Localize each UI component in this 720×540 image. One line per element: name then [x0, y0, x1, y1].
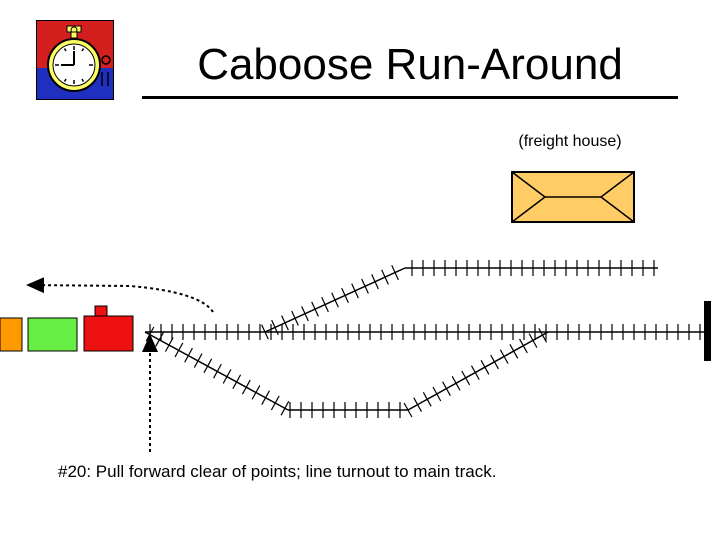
rail-tie: [331, 292, 339, 308]
rail-tie: [222, 369, 232, 384]
freight-house-label: (freight house): [518, 133, 622, 150]
rail-tie: [281, 315, 289, 331]
title-underline: [142, 96, 678, 99]
caboose-cupola: [94, 305, 108, 317]
rail-tie: [174, 342, 184, 358]
rail-tie: [461, 370, 471, 386]
rail-tie: [422, 392, 432, 407]
rail-tie: [301, 306, 309, 322]
rail-tie: [413, 397, 423, 412]
boxcar-orange: [0, 317, 23, 352]
rail-tie: [528, 333, 538, 348]
rail-tie: [184, 347, 193, 363]
rail-tie: [490, 354, 499, 370]
boxcar-green: [27, 317, 78, 352]
rail-tie: [509, 344, 519, 359]
rail-tie: [270, 395, 280, 411]
rail-tie: [261, 324, 269, 340]
instruction-caption: #20: Pull forward clear of points; line …: [58, 462, 497, 481]
caboose: [83, 315, 134, 352]
logo-border: [36, 20, 114, 100]
end-of-track-bumper: [704, 301, 711, 361]
rail-tie: [341, 287, 349, 303]
rail-tie: [203, 358, 213, 374]
main-track: [145, 324, 708, 340]
rail-tie: [371, 274, 379, 290]
slide-title: Caboose Run-Around: [197, 40, 623, 89]
rail-tie: [311, 301, 319, 317]
rail-tie: [391, 265, 399, 281]
rail-tie: [432, 386, 442, 402]
freight-house: [511, 171, 635, 223]
rail-tie: [451, 376, 461, 391]
train: [0, 305, 134, 352]
rail-tie: [213, 363, 222, 379]
rail-tie: [470, 365, 480, 380]
pull-forward-arrow: [26, 277, 214, 313]
stopwatch-logo: [36, 20, 114, 100]
rail-tie: [361, 278, 369, 294]
siding-track-upper: [261, 260, 658, 340]
rail-tie: [480, 360, 490, 375]
rail-tie: [291, 310, 299, 326]
rail-tie: [164, 337, 174, 352]
rail-tie: [351, 283, 359, 299]
rail-tie: [261, 390, 271, 405]
runaround-track-lower: [144, 326, 549, 418]
rail-tie: [232, 374, 242, 390]
rail-tie: [280, 400, 290, 416]
rail-tie: [538, 328, 548, 343]
rail-tie: [519, 338, 528, 354]
rail-tie: [381, 269, 389, 285]
rail-tie: [241, 379, 251, 395]
rail-tie: [251, 385, 261, 400]
stopwatch-icon: [47, 25, 111, 92]
rail-tie: [193, 353, 203, 368]
rail-tie: [321, 297, 329, 313]
rail-tie: [442, 381, 451, 396]
rail-tie: [403, 402, 413, 418]
rail-tie: [499, 349, 509, 364]
rail-tie: [271, 319, 279, 335]
